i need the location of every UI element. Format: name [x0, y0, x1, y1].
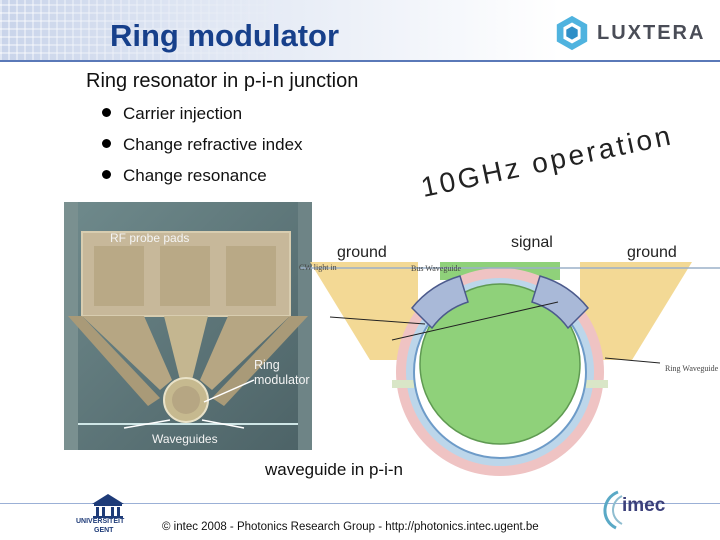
title-banner	[0, 0, 560, 62]
device-photo-illustration	[64, 202, 312, 450]
ugent-logo-line2: GENT	[94, 527, 114, 534]
microscope-photo	[64, 202, 312, 450]
luxtera-logo-text: LUXTERA	[597, 22, 706, 44]
diagram-label-ground-right: ground	[627, 244, 677, 261]
bullet-label: Change refractive index	[123, 135, 303, 154]
ring-layout-diagram	[300, 262, 720, 476]
diagram-caption: waveguide in p-i-n	[265, 460, 403, 479]
ugent-building-icon	[92, 494, 124, 518]
bullet-dot-icon	[102, 170, 111, 180]
diagram-label-signal: signal	[511, 234, 553, 251]
title-underline	[0, 60, 720, 62]
photo-label-rf-probe-pads: RF probe pads	[110, 231, 190, 245]
footer-credits: © intec 2008 - Photonics Research Group …	[162, 521, 539, 533]
pointer-line	[604, 357, 661, 364]
pointer-line	[329, 316, 426, 325]
bullet-label: Change resonance	[123, 166, 267, 185]
photo-label-ring-line1: Ring	[254, 358, 280, 372]
diagram-label-ring-waveguide: Ring Waveguide	[665, 364, 719, 373]
bullet-dot-icon	[102, 108, 111, 118]
bullet-item: Carrier injection	[102, 104, 242, 124]
diagram-label-cw-light-in: CW light in	[299, 263, 337, 272]
imec-swirl-icon	[603, 490, 623, 530]
ugent-logo-line1: UNIVERSITEIT	[76, 518, 125, 525]
ground-pad-right	[580, 262, 692, 360]
bullet-dot-icon	[102, 139, 111, 149]
contact-mesh-left	[410, 275, 469, 330]
photo-label-ring-line2: modulator	[254, 373, 310, 387]
bullet-item: Change resonance	[102, 166, 267, 186]
pointer-line	[391, 301, 559, 341]
luxtera-hexagon-icon	[556, 15, 588, 51]
photo-label-ring-modulator: Ring modulator	[254, 358, 310, 388]
operation-annotation: 10GHz operation	[418, 119, 676, 204]
ground-pad-left	[310, 262, 418, 360]
bullet-label: Carrier injection	[123, 104, 243, 123]
photo-label-waveguides: Waveguides	[152, 432, 218, 446]
slide-subtitle: Ring resonator in p-i-n junction	[86, 70, 359, 92]
contact-mesh-right	[531, 275, 590, 330]
diagram-label-bus-waveguide: Bus Waveguide	[411, 264, 462, 273]
imec-logo-text: imec	[622, 495, 666, 516]
footer-divider	[0, 503, 720, 504]
slide-title: Ring modulator	[110, 18, 340, 53]
diagram-label-ground-left: ground	[337, 244, 387, 261]
bullet-item: Change refractive index	[102, 135, 303, 155]
